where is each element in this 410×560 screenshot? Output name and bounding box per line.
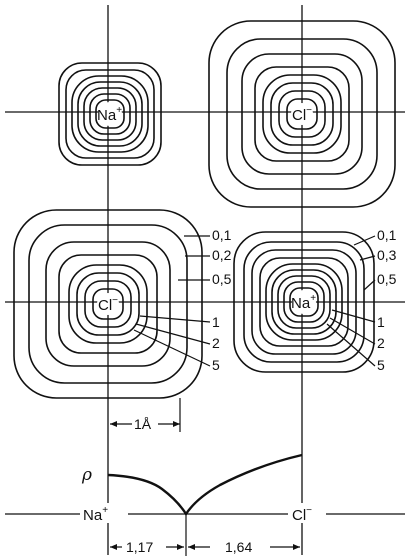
leader-line-10 — [329, 317, 376, 345]
contour-leader-lines — [133, 235, 376, 367]
contour-label-sodium-4: 2 — [377, 335, 385, 351]
leader-line-5 — [133, 329, 211, 367]
contour-label-chloride-5: 5 — [212, 357, 220, 373]
contour-label-sodium-1: 0,3 — [377, 247, 397, 263]
scale-bar: 1Å — [110, 398, 181, 432]
distance-label-chloride: 1,64 — [225, 539, 252, 555]
contour-label-chloride-3: 1 — [212, 314, 220, 330]
leader-line-6 — [353, 235, 376, 246]
svg-text:Na+: Na+ — [83, 505, 108, 524]
contour-label-sodium-0: 0,1 — [377, 227, 397, 243]
profile-ion-label-sodium: Na+ — [80, 503, 128, 524]
sodium-top-contour-6 — [65, 69, 155, 159]
leader-line-3 — [139, 315, 211, 323]
ion-label-chloride-top: Cl− — [291, 103, 313, 125]
sodium-top-contour-7 — [58, 62, 162, 166]
distance-label-sodium: 1,17 — [126, 539, 153, 555]
svg-text:Cl−: Cl− — [98, 295, 118, 314]
contour-label-sodium-5: 5 — [377, 357, 385, 373]
density-profile-curve — [107, 453, 303, 517]
sodium-top-contour-5 — [71, 75, 149, 153]
svg-text:Cl−: Cl− — [292, 105, 312, 124]
scale-bar-label: 1Å — [134, 416, 152, 432]
contours-sodium-top — [58, 62, 162, 166]
svg-text:Na+: Na+ — [291, 293, 316, 312]
ion-label-chloride-middle: Cl− — [97, 293, 119, 315]
leader-line-7 — [359, 255, 376, 261]
contour-label-chloride-4: 2 — [212, 335, 220, 351]
svg-text:Cl−: Cl− — [292, 505, 312, 524]
ion-label-sodium-top: Na+ — [97, 102, 122, 126]
distance-dimensions: 1,17 1,64 — [110, 514, 300, 556]
leader-line-4 — [135, 323, 211, 345]
svg-text:Na+: Na+ — [97, 105, 122, 124]
leader-line-11 — [326, 323, 376, 367]
contour-label-chloride-0: 0,1 — [212, 227, 232, 243]
contour-label-sodium-2: 0,5 — [377, 271, 397, 287]
ion-label-sodium-middle: Na+ — [291, 290, 316, 314]
sodium-top-contour-3 — [83, 87, 137, 141]
profile-rho-label: ρ — [81, 465, 92, 485]
sodium-top-contour-4 — [77, 81, 143, 147]
sodium-top-contour-2 — [89, 93, 131, 135]
profile-ion-label-chloride: Cl− — [288, 503, 326, 524]
contour-label-chloride-1: 0,2 — [212, 247, 232, 263]
leader-line-9 — [331, 309, 376, 323]
contour-label-sodium-3: 1 — [377, 314, 385, 330]
sodium-top-contour-1 — [95, 99, 125, 129]
leader-line-8 — [363, 279, 376, 291]
contour-label-chloride-2: 0,5 — [212, 271, 232, 287]
